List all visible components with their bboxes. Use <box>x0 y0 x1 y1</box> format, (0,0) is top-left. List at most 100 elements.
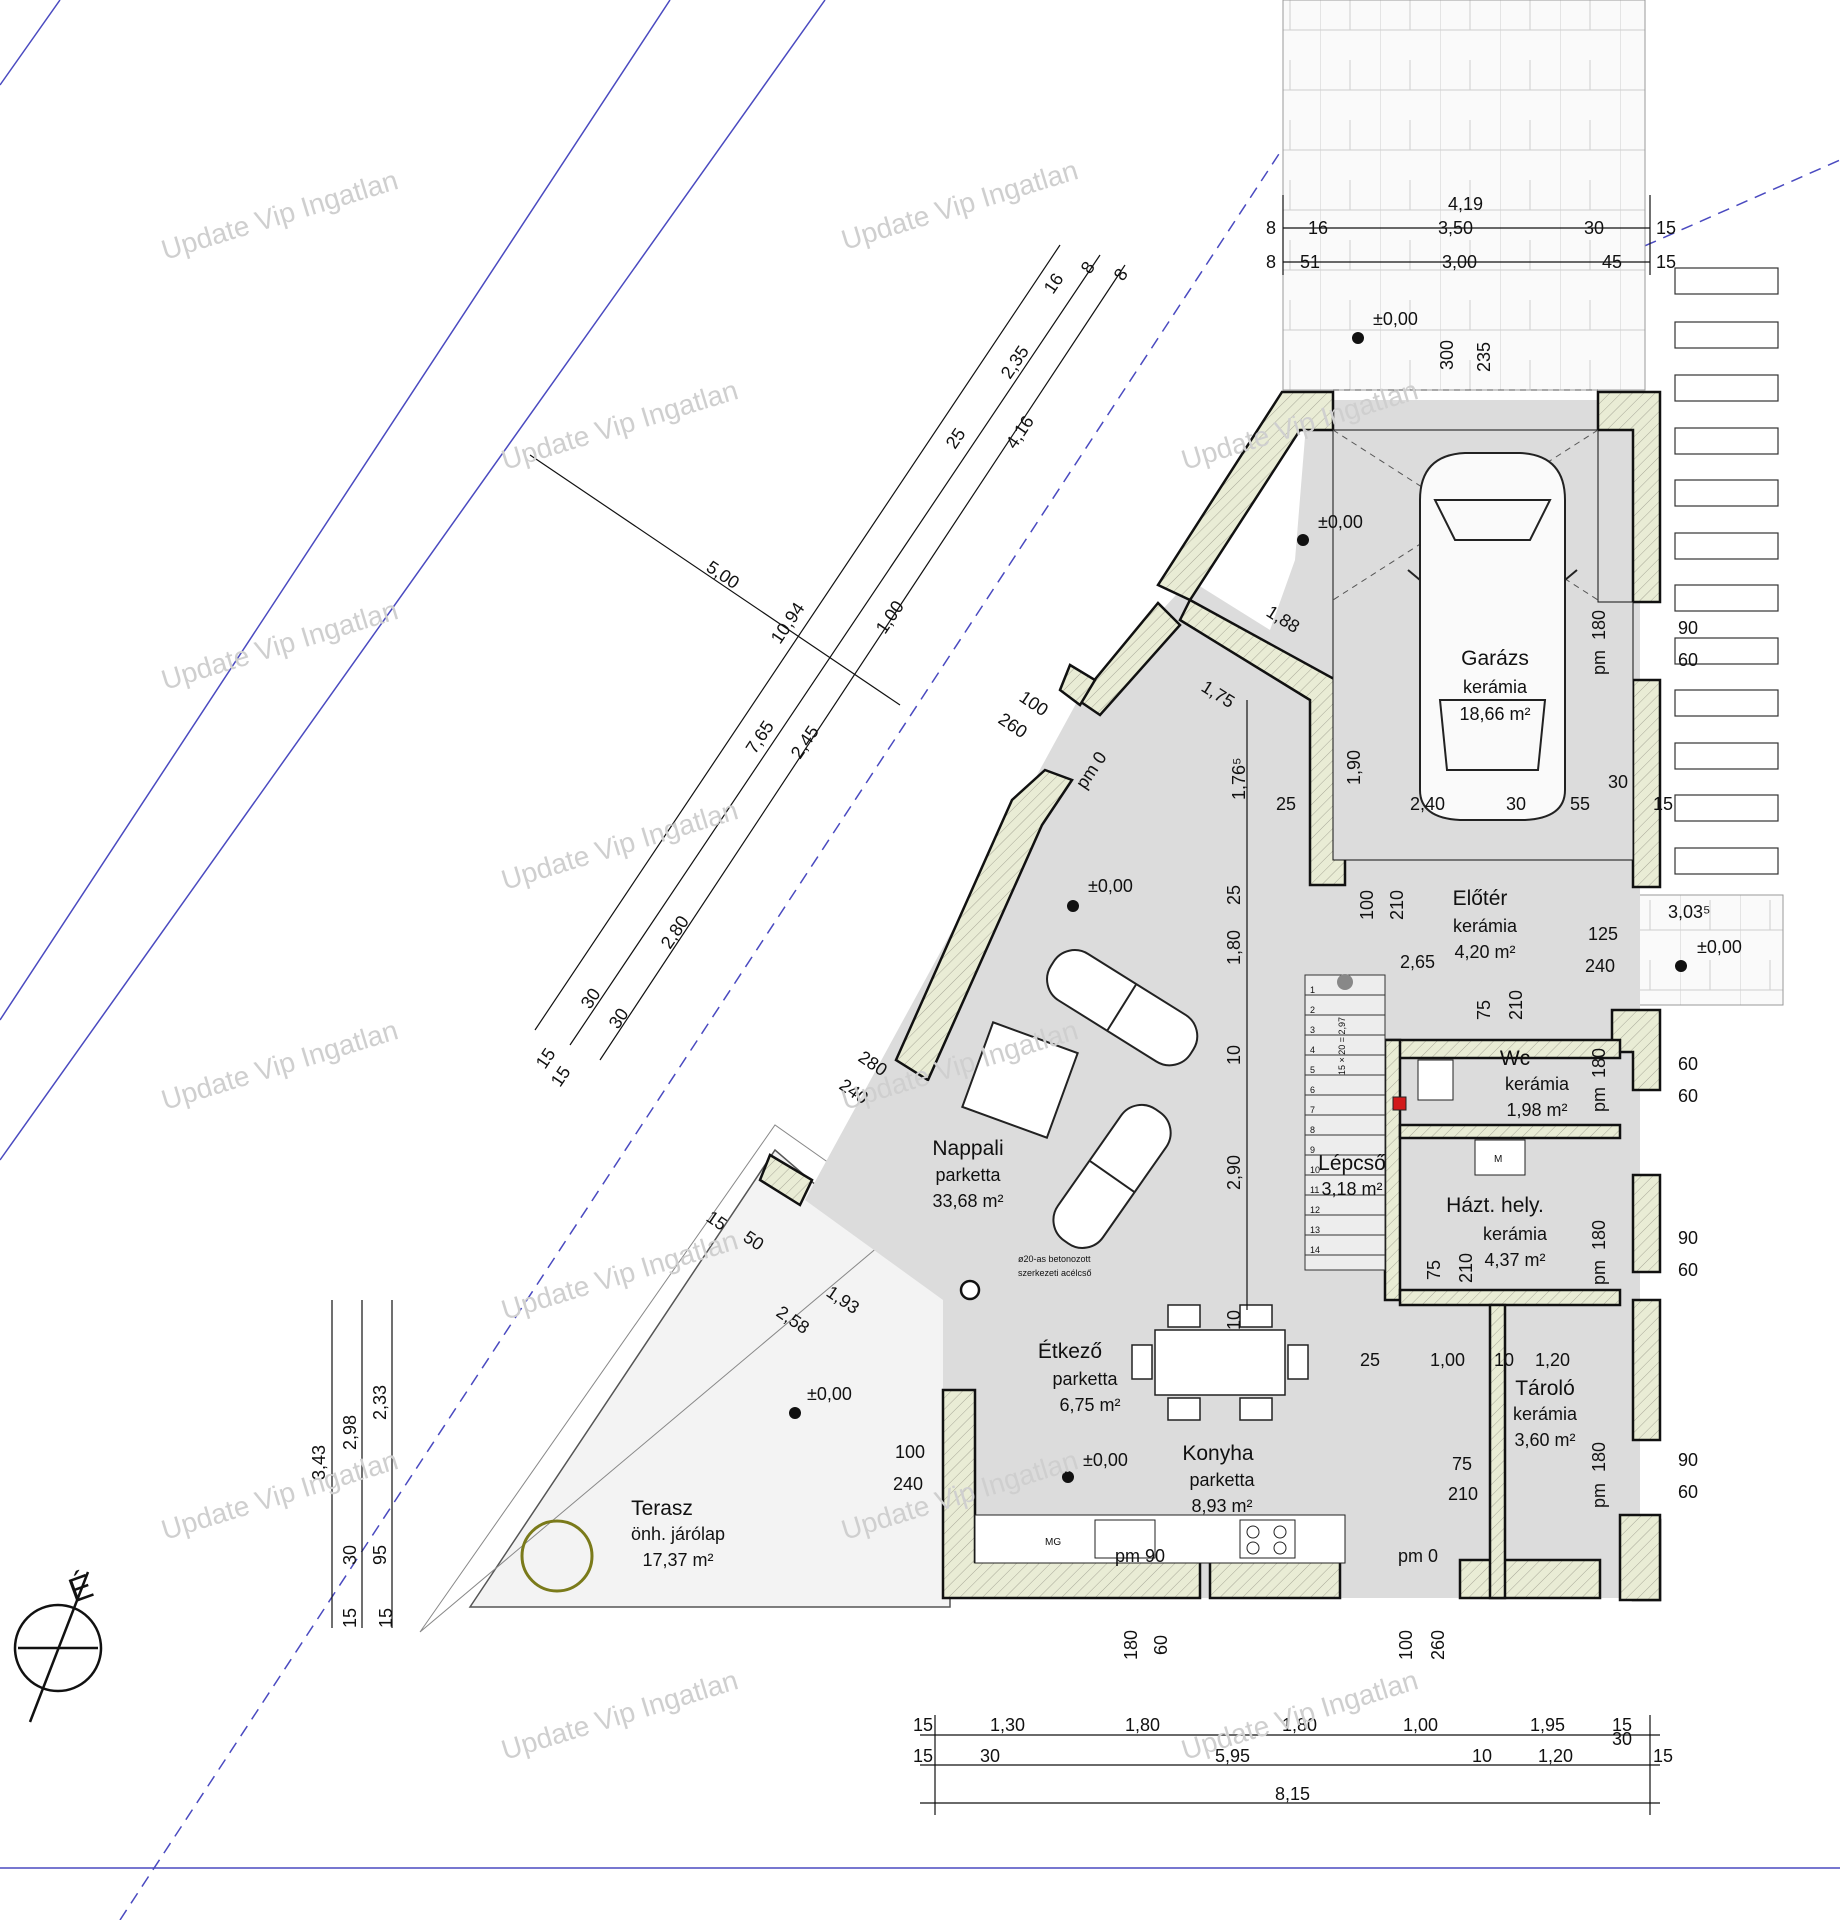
north-label: É <box>64 1567 98 1610</box>
car-outline <box>1407 452 1578 821</box>
dim-left-v-1: 3,43 <box>309 1445 329 1480</box>
driveway-paving <box>1282 0 1646 391</box>
room-entry-name: Előtér <box>1453 887 1508 910</box>
room-living-floor: parketta <box>935 1165 1001 1185</box>
dim-utility-door-b: 210 <box>1456 1253 1476 1283</box>
dim-diag-a-3: 4,16 <box>1002 412 1038 452</box>
dim-bottom-r1-g: 15 <box>1612 1715 1632 1735</box>
dim-wc-win-a: 60 <box>1678 1054 1698 1074</box>
dim-storage-row-a: 25 <box>1360 1350 1380 1370</box>
svg-text:7: 7 <box>1310 1105 1315 1115</box>
dim-bottom-r1-d: 1,80 <box>1282 1715 1317 1735</box>
watermark: Update Vip Ingatlan <box>498 794 742 895</box>
room-stairs-area: 3,18 m² <box>1321 1179 1382 1199</box>
room-wc-name: Wc <box>1500 1047 1530 1070</box>
dim-kitchen-pm-b: pm 0 <box>1398 1546 1438 1566</box>
level-entrance: ±0,00 <box>1697 937 1742 957</box>
dim-top-r2-a: 8 <box>1266 252 1276 272</box>
room-utility-floor: kerámia <box>1483 1224 1548 1244</box>
bottom-dimension-lines <box>920 1715 1660 1815</box>
parking-stripes <box>1674 267 1779 875</box>
watermark: Update Vip Ingatlan <box>838 154 1082 255</box>
dim-garage-door-w: 300 <box>1437 340 1457 370</box>
column-note-1: ø20-as betonozott <box>1018 1254 1091 1264</box>
dim-bottom-r2-b: 30 <box>980 1746 1000 1766</box>
dim-bottom-r2-c: 5,95 <box>1215 1746 1250 1766</box>
svg-text:8: 8 <box>1310 1125 1315 1135</box>
watermark: Update Vip Ingatlan <box>498 1664 742 1765</box>
dim-wc-win-b: 60 <box>1678 1086 1698 1106</box>
dishwasher-label: MG <box>1045 1537 1061 1548</box>
room-terrace-floor: önh. járólap <box>631 1524 725 1544</box>
dim-terrace-door-b: 240 <box>893 1474 923 1494</box>
room-terrace: Terasz önh. járólap 17,37 m² <box>631 1497 725 1570</box>
column-note-2: szerkezeti acélcső <box>1018 1268 1092 1278</box>
dim-left-v-4: 30 <box>340 1545 360 1565</box>
room-utility-name: Házt. hely. <box>1446 1194 1544 1217</box>
room-garage-name: Garázs <box>1461 647 1529 670</box>
watermark: Update Vip Ingatlan <box>158 164 402 265</box>
watermark: Update Vip Ingatlan <box>1178 1664 1422 1765</box>
dim-diag-c-2: 2,45 <box>787 722 823 762</box>
dim-bottom-r1-a: 15 <box>913 1715 933 1735</box>
stair-formula: 15 × 20 = 2,97 <box>1337 1017 1347 1075</box>
dim-storage-win-a: 90 <box>1678 1450 1698 1470</box>
watermark: Update Vip Ingatlan <box>158 1014 402 1115</box>
dim-top-r2-b: 51 <box>1300 252 1320 272</box>
dim-top-r1-b: 16 <box>1308 218 1328 238</box>
left-vertical-dim-lines <box>331 1300 393 1628</box>
dim-window-living-a: 100 <box>1016 687 1052 720</box>
dim-storage-door-a: 75 <box>1452 1454 1472 1474</box>
room-utility: Házt. hely. kerámia 4,37 m² <box>1446 1194 1548 1270</box>
dim-living-v-1: 25 <box>1224 885 1244 905</box>
sink <box>1094 1519 1156 1559</box>
svg-text:14: 14 <box>1310 1245 1320 1255</box>
room-wc-area: 1,98 m² <box>1506 1100 1567 1120</box>
watermark: Update Vip Ingatlan <box>498 374 742 475</box>
room-entry-floor: kerámia <box>1453 916 1518 936</box>
watermark: Update Vip Ingatlan <box>158 594 402 695</box>
svg-text:13: 13 <box>1310 1225 1320 1235</box>
dim-garage-bottom-f: 30 <box>1608 772 1628 792</box>
dim-garage-win-pm: pm <box>1589 650 1609 675</box>
steel-column <box>959 1279 981 1301</box>
dim-left-v-5: 95 <box>370 1545 390 1565</box>
dim-left-v-7: 15 <box>376 1608 396 1628</box>
dim-diag-top-c: 8 <box>1110 265 1132 284</box>
dim-front-door-c: 240 <box>1585 956 1615 976</box>
dim-bottom-win-b: 60 <box>1151 1635 1171 1655</box>
dim-top-r1-a: 8 <box>1266 218 1276 238</box>
dim-storage-door-b: 210 <box>1448 1484 1478 1504</box>
cooktop <box>1239 1519 1296 1559</box>
cooktop-burners <box>1246 1525 1287 1555</box>
dim-window-living-b: 260 <box>995 709 1031 742</box>
dim-wc-win-h: 180 <box>1589 1048 1609 1078</box>
dim-diag-top-a: 16 <box>1040 269 1068 297</box>
dim-bottom-win-a: 180 <box>1121 1630 1141 1660</box>
room-stairs: Lépcső 3,18 m² <box>1318 1152 1386 1199</box>
dim-utility-win-b: 60 <box>1678 1260 1698 1280</box>
dim-garage-bottom-a: 25 <box>1276 794 1296 814</box>
svg-text:12: 12 <box>1310 1205 1320 1215</box>
dim-garage-bottom-e: 15 <box>1653 794 1673 814</box>
dim-front-door-b: 125 <box>1588 924 1618 944</box>
dim-diag-d-5: 30 <box>605 1004 633 1032</box>
room-kitchen-area: 8,93 m² <box>1191 1496 1252 1516</box>
dim-bottom-r1-h: 30 <box>1612 1729 1632 1749</box>
washer-box <box>1474 1139 1526 1176</box>
dim-entry-side-c: 210 <box>1506 990 1526 1020</box>
diagonal-dimension-lines <box>529 244 1126 1061</box>
dim-top-r1-c: 3,50 <box>1438 218 1473 238</box>
dim-utility-win-h: 180 <box>1589 1220 1609 1250</box>
level-garage: ±0,00 <box>1318 512 1363 532</box>
dim-terrace-door-a: 100 <box>895 1442 925 1462</box>
dim-storage-win-b: 60 <box>1678 1482 1698 1502</box>
room-dining-area: 6,75 m² <box>1059 1395 1120 1415</box>
room-storage-floor: kerámia <box>1513 1404 1578 1424</box>
sofa-bottom <box>1052 1103 1172 1249</box>
dim-garage-win-h: 180 <box>1589 610 1609 640</box>
dim-storage-win-h: 180 <box>1589 1442 1609 1472</box>
